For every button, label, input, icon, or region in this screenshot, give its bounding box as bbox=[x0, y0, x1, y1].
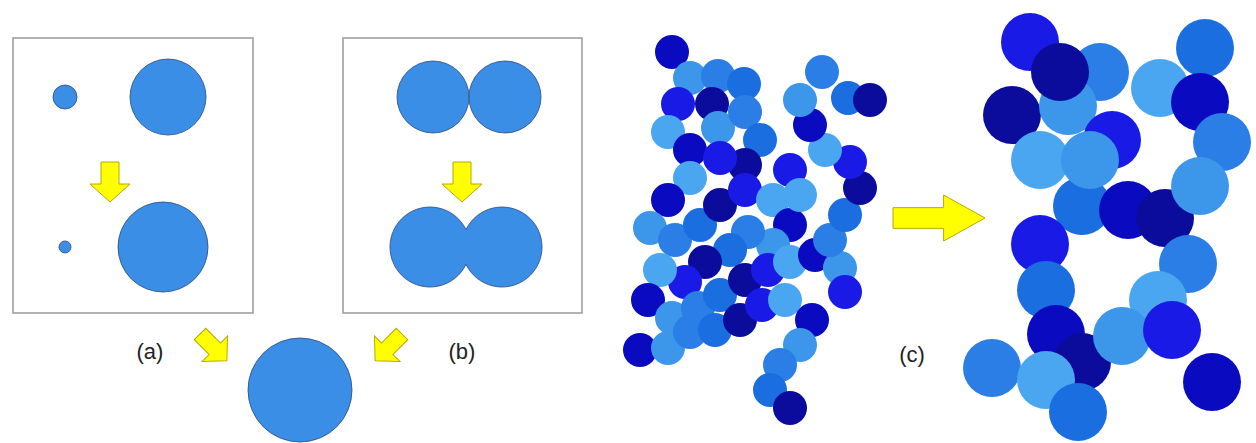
grain bbox=[703, 141, 737, 175]
large-particle bbox=[130, 59, 206, 135]
coarse-grain bbox=[1049, 383, 1107, 441]
small-particle bbox=[53, 85, 77, 109]
grain bbox=[768, 283, 802, 317]
coarse-grain bbox=[1093, 307, 1151, 365]
coarse-grain bbox=[1143, 301, 1201, 359]
panel-label: (c) bbox=[899, 344, 925, 366]
process-arrow bbox=[893, 195, 985, 241]
coarse-grain bbox=[1171, 157, 1229, 215]
grain bbox=[651, 183, 685, 217]
panel-label: (b) bbox=[449, 341, 476, 363]
panel-frame bbox=[343, 38, 582, 313]
panel-frame bbox=[13, 38, 253, 313]
process-arrow bbox=[187, 321, 239, 373]
grain bbox=[828, 275, 862, 309]
final-particle bbox=[248, 338, 352, 442]
grain bbox=[805, 55, 839, 89]
coarse-grain bbox=[1183, 353, 1241, 411]
particle bbox=[469, 61, 541, 133]
process-arrow bbox=[90, 162, 130, 202]
coarse-grain bbox=[1176, 19, 1234, 77]
particle bbox=[397, 61, 469, 133]
coarse-grain bbox=[963, 339, 1021, 397]
coarse-grain bbox=[1031, 43, 1089, 101]
coarse-grain bbox=[1061, 131, 1119, 189]
panel-label: (a) bbox=[137, 341, 164, 363]
large-particle bbox=[118, 202, 208, 292]
process-arrow bbox=[362, 321, 414, 373]
coalescing-particles bbox=[390, 207, 542, 287]
process-arrow bbox=[442, 162, 482, 202]
grain bbox=[783, 83, 817, 117]
grain bbox=[853, 83, 887, 117]
grain bbox=[643, 253, 677, 287]
coarse-grain bbox=[1011, 131, 1069, 189]
grain bbox=[783, 178, 817, 212]
grain bbox=[773, 391, 807, 425]
small-particle bbox=[59, 241, 71, 253]
